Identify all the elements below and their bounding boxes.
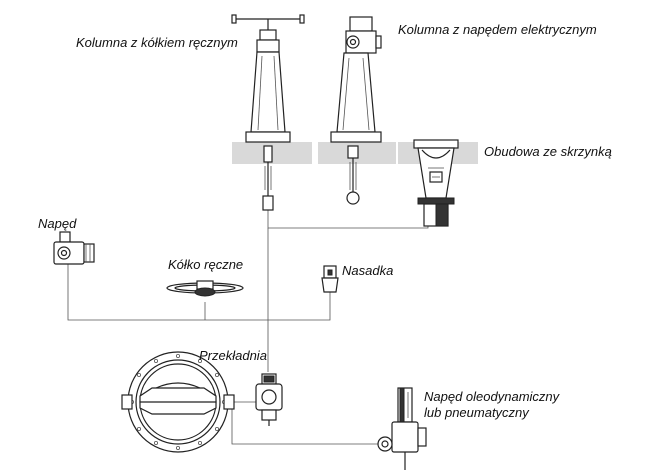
column-electric-drawing bbox=[318, 16, 396, 205]
actuator-drawing bbox=[53, 231, 95, 265]
column-handwheel-drawing bbox=[231, 14, 312, 211]
label-column-electric: Kolumna z napędem elektrycznym bbox=[398, 22, 597, 37]
label-hydraulic-line2: lub pneumatyczny bbox=[424, 405, 529, 420]
gearbox-drawing bbox=[255, 373, 283, 426]
valve-body-drawing bbox=[121, 351, 235, 453]
hydraulic-actuator-drawing bbox=[377, 387, 427, 470]
label-cap: Nasadka bbox=[342, 263, 394, 278]
label-box-housing: Obudowa ze skrzynką bbox=[484, 144, 612, 159]
handwheel-drawing bbox=[166, 280, 244, 297]
label-actuator: Napęd bbox=[38, 216, 77, 231]
label-handwheel: Kółko ręczne bbox=[168, 257, 244, 272]
cap-drawing bbox=[321, 265, 339, 293]
box-housing-drawing bbox=[398, 139, 478, 227]
label-gearbox: Przekładnia bbox=[199, 348, 267, 363]
label-hydraulic-line1: Napęd oleodynamiczny bbox=[424, 389, 560, 404]
label-column-handwheel: Kolumna z kółkiem ręcznym bbox=[76, 35, 238, 50]
